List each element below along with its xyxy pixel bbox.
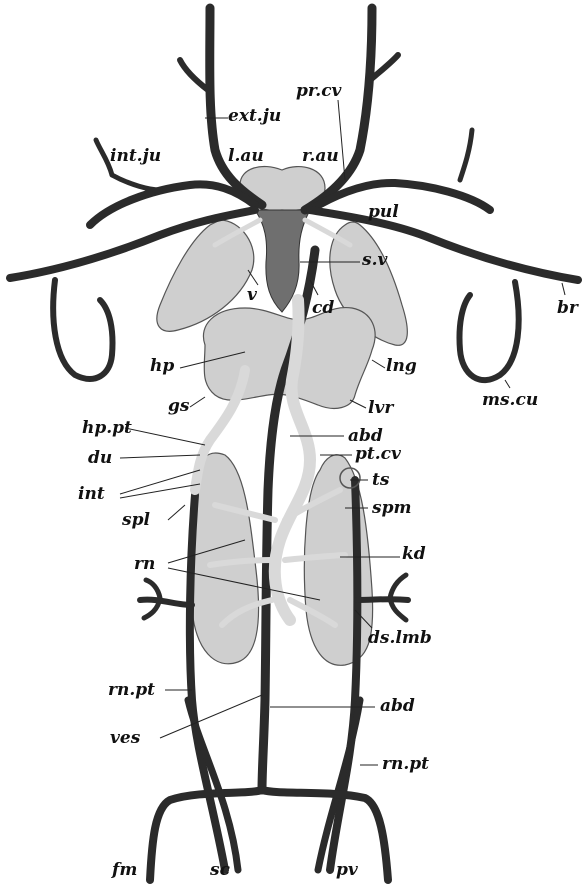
left-limb-vein	[140, 600, 192, 605]
label-gs: gs	[168, 398, 189, 415]
right-int-jugular-branch	[460, 130, 472, 180]
right-arm-loop	[459, 282, 518, 380]
label-hp-pt: hp.pt	[82, 420, 132, 437]
label-cd: cd	[312, 300, 334, 317]
label-int: int	[78, 486, 105, 503]
left-arm-loop	[53, 280, 112, 379]
label-int-ju: int.ju	[110, 148, 161, 165]
label-ms-cu: ms.cu	[482, 392, 538, 409]
label-s-v: s.v	[362, 252, 387, 269]
label-abd-lower: abd	[380, 698, 415, 715]
label-r-au: r.au	[302, 148, 339, 165]
label-fm: fm	[112, 862, 137, 879]
left-lower-cross	[188, 700, 238, 870]
left-ext-jugular-branch	[180, 60, 208, 90]
label-lng: lng	[386, 358, 417, 375]
label-kd: kd	[402, 546, 426, 563]
label-l-au: l.au	[228, 148, 264, 165]
label-sc: sc	[210, 862, 230, 879]
label-pul: pul	[368, 204, 399, 221]
label-br: br	[557, 300, 578, 317]
label-ves: ves	[110, 730, 140, 747]
label-ds-lmb: ds.lmb	[368, 630, 432, 647]
label-lvr: lvr	[368, 400, 393, 417]
label-rn-pt-left: rn.pt	[108, 682, 155, 699]
label-abd-upper: abd	[348, 428, 383, 445]
right-limb-vein	[357, 599, 408, 600]
label-du: du	[88, 450, 112, 467]
label-rn: rn	[134, 556, 155, 573]
label-spl: spl	[122, 512, 150, 529]
pelvic-arch-left	[150, 790, 262, 880]
label-v: v	[247, 287, 257, 304]
label-rn-pt-right: rn.pt	[382, 756, 429, 773]
label-ext-ju: ext.ju	[228, 108, 281, 125]
left-int-jugular-branch-2	[112, 175, 160, 190]
label-pr-cv: pr.cv	[296, 83, 341, 100]
right-lower-cross	[318, 700, 360, 870]
label-pt-cv: pt.cv	[355, 446, 401, 463]
label-hp: hp	[150, 358, 174, 375]
label-pv: pv	[336, 862, 358, 879]
label-ts: ts	[372, 472, 389, 489]
label-spm: spm	[372, 500, 411, 517]
